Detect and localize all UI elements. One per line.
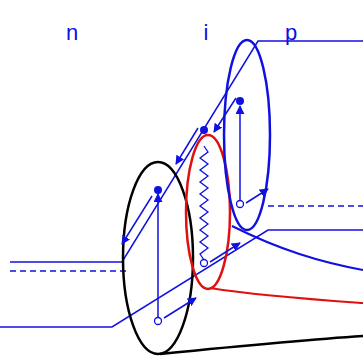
i-lead (210, 288, 363, 303)
electron (154, 186, 162, 194)
excitation-arrow (157, 194, 159, 318)
fermi-level-p (268, 205, 363, 207)
p-region (224, 40, 270, 230)
excitation-arrow (239, 106, 241, 200)
n-lead (160, 336, 363, 354)
valence-band (0, 230, 363, 327)
photon-wave (200, 146, 208, 260)
fermi-level-n (10, 270, 126, 272)
electron (200, 126, 208, 134)
hole-drift (210, 243, 240, 262)
hole (237, 201, 244, 208)
p-lead (232, 226, 363, 270)
region-label: p (285, 22, 297, 44)
hole-drift (246, 189, 268, 203)
electron-drift (214, 98, 236, 132)
electron (236, 97, 244, 105)
hole-drift (164, 298, 196, 318)
region-label: n (66, 22, 78, 44)
hole (201, 260, 208, 267)
electron-drift (122, 196, 152, 244)
n-region (123, 162, 193, 354)
electron-drift (176, 128, 198, 164)
hole (155, 318, 162, 325)
region-label: i (204, 22, 209, 44)
